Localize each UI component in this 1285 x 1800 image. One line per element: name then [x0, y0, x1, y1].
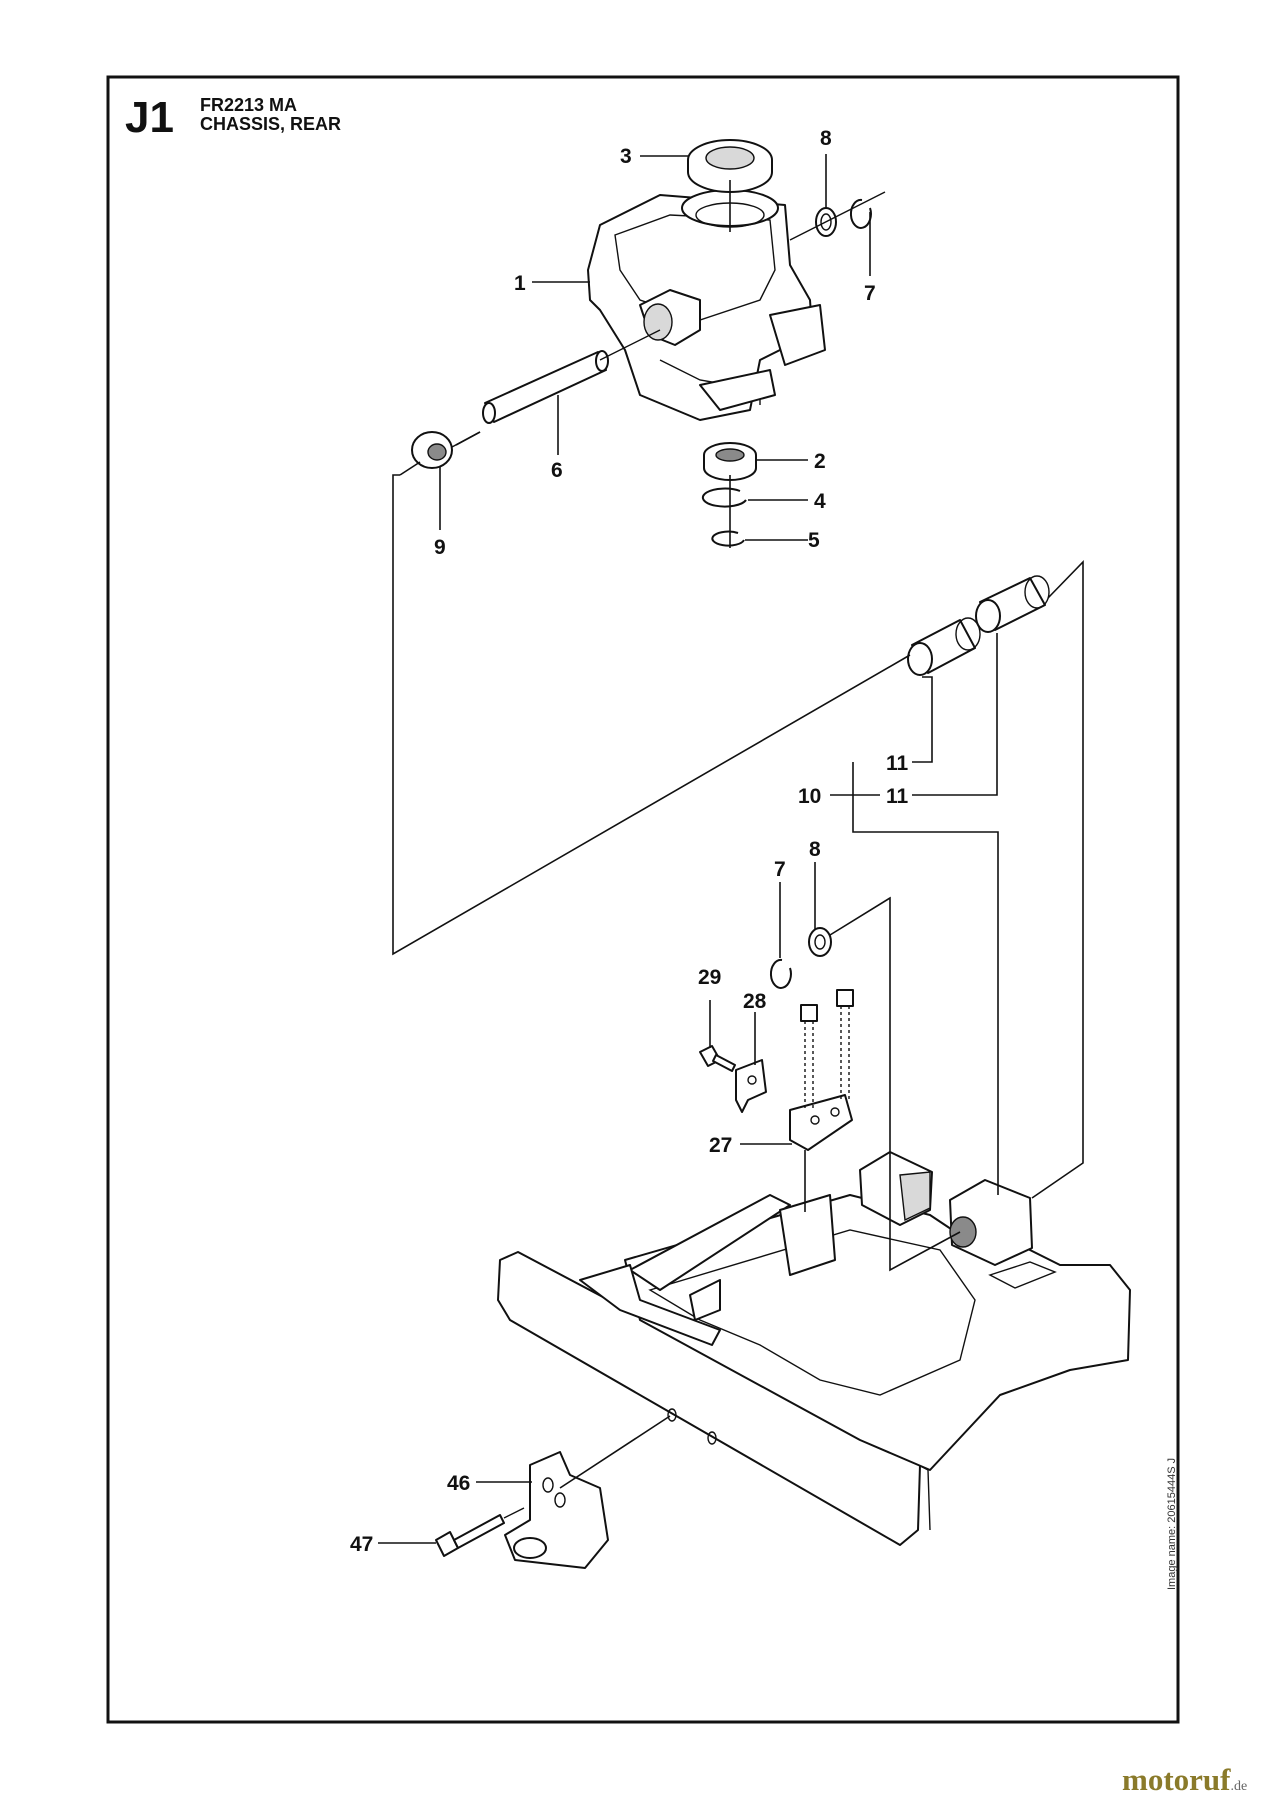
callout-7-top: 7 [864, 282, 876, 305]
part-5-circlip[interactable] [711, 530, 745, 547]
part-9-bushing[interactable] [411, 431, 481, 469]
callout-5: 5 [808, 529, 820, 552]
part-8-washer-lower[interactable] [808, 927, 832, 957]
part-11-spacer-right[interactable] [975, 575, 1050, 633]
section-code: J1 [125, 93, 174, 142]
callout-3: 3 [620, 145, 632, 168]
callout-10: 10 [798, 785, 821, 808]
callout-9: 9 [434, 536, 446, 559]
brand-watermark[interactable]: motoruf.de [1122, 1762, 1247, 1798]
brand-name: motoruf [1122, 1762, 1231, 1797]
callout-11-lower: 11 [886, 785, 909, 808]
model-number: FR2213 MA [200, 95, 298, 115]
part-28-clamp[interactable] [735, 1059, 767, 1113]
part-7-circlip-lower[interactable] [769, 958, 792, 989]
leader-lines [378, 154, 998, 1544]
rear-chassis-frame[interactable] [497, 1151, 1131, 1546]
part-6-pivot-shaft[interactable] [482, 329, 661, 424]
callout-7-lower: 7 [774, 858, 786, 881]
callout-8-top: 8 [820, 127, 832, 150]
part-2-bearing[interactable] [703, 442, 757, 481]
callout-labels: 3 1 2 4 5 6 8 7 9 11 10 11 7 8 29 28 27 … [350, 127, 909, 1556]
callout-47: 47 [350, 1533, 373, 1556]
callout-46: 46 [447, 1472, 470, 1495]
part-1-pivot-housing[interactable] [587, 189, 826, 421]
part-46-tow-bracket[interactable] [504, 1451, 609, 1569]
callout-29: 29 [698, 966, 721, 989]
part-11-spacer-left[interactable] [907, 617, 981, 676]
callout-6: 6 [551, 459, 563, 482]
callout-11-upper: 11 [886, 752, 909, 775]
page-title: CHASSIS, REAR [200, 114, 342, 134]
assembly-lines [392, 180, 1084, 1489]
diagram-frame [106, 75, 1180, 1724]
part-3-bearing[interactable] [687, 139, 773, 193]
part-29-screw[interactable] [699, 1045, 736, 1072]
callout-1: 1 [514, 272, 526, 295]
callout-28: 28 [743, 990, 767, 1013]
part-27-bracket[interactable] [789, 989, 854, 1151]
callout-2: 2 [814, 450, 826, 473]
part-47-bolt[interactable] [435, 1507, 525, 1557]
callout-8-lower: 8 [809, 838, 821, 861]
image-name-label: Image name: 20615444S J [1166, 1457, 1178, 1590]
callout-27: 27 [709, 1134, 732, 1157]
brand-tld: .de [1230, 1779, 1248, 1794]
part-4-circlip[interactable] [701, 487, 747, 508]
callout-4: 4 [814, 490, 826, 513]
